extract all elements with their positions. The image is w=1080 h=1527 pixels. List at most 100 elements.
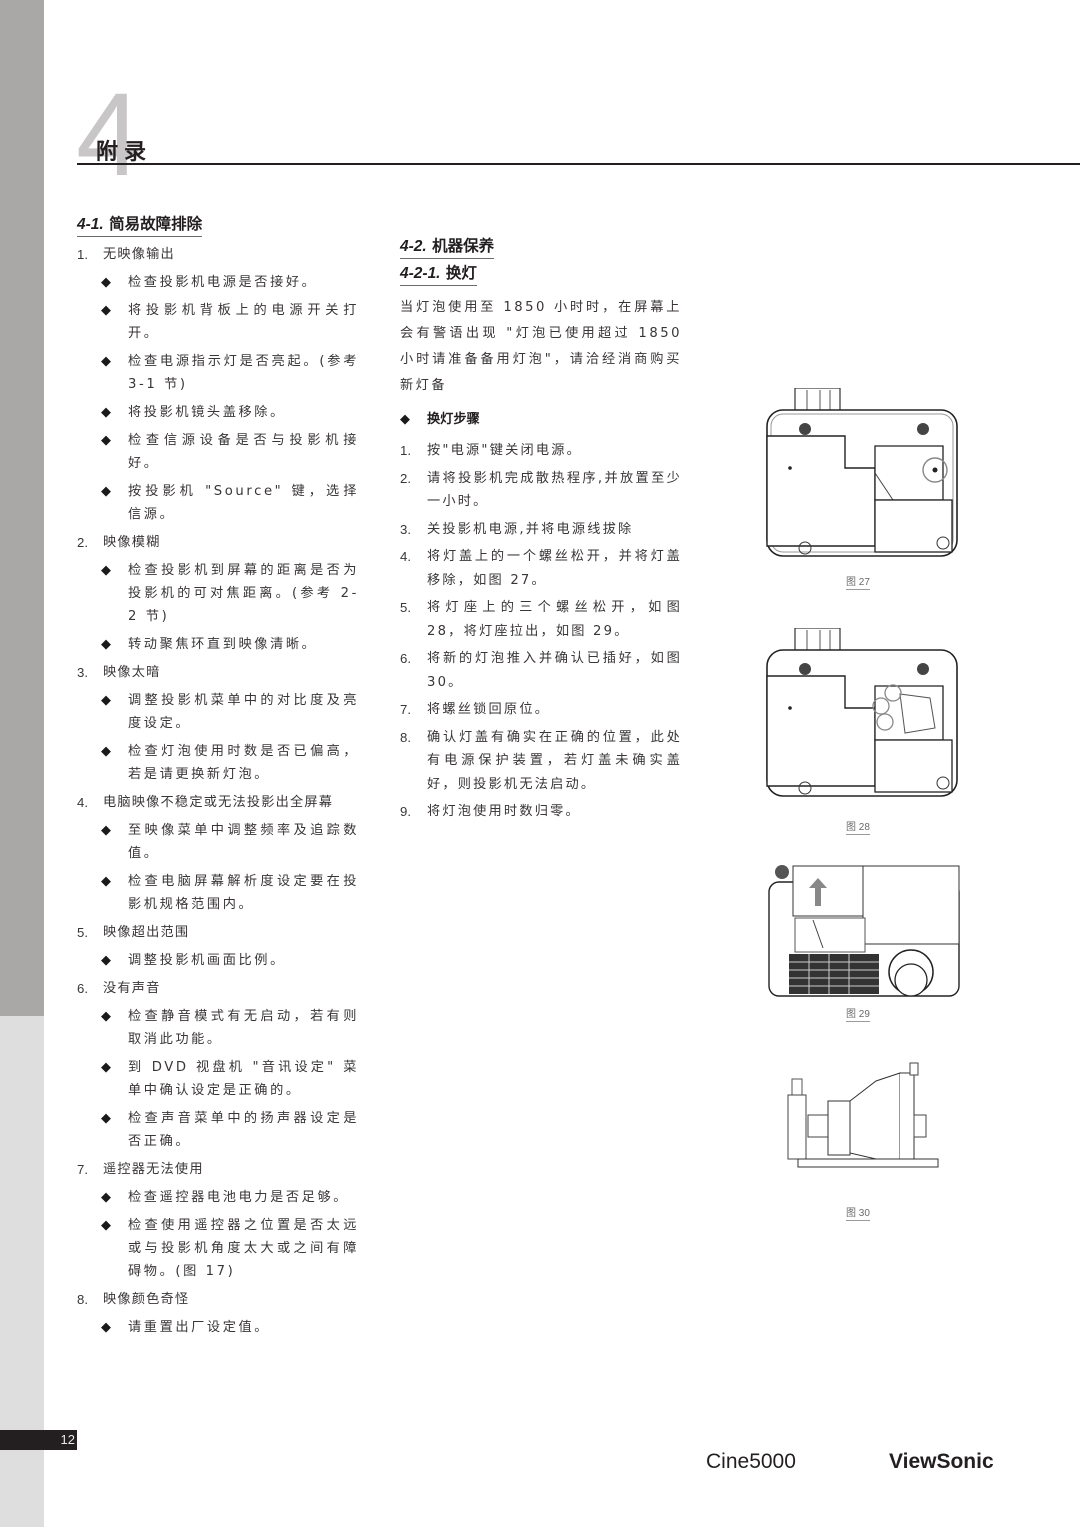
item-number: 3. [77,665,88,680]
lamp-module-illustration [787,1062,939,1168]
figure-28 [765,627,961,804]
item-number: 5. [77,925,88,940]
diamond-bullet-icon: ◆ [101,1060,111,1075]
step-number: 9. [400,804,411,819]
item-number: 7. [77,1162,88,1177]
bullet-text: 检查信源设备是否与投影机接好。 [128,433,359,471]
diamond-bullet-icon: ◆ [101,823,111,838]
troubleshoot-item-title-row: 4. 电脑映像不稳定或无法投影出全屏幕 [77,791,359,814]
figure-27 [765,387,961,564]
troubleshoot-bullet: ◆检查电源指示灯是否亮起。(参考 3-1 节) [77,350,359,396]
lamp-replacement-step: 4.将灯盖上的一个螺丝松开，并将灯盖移除，如图 27。 [400,545,682,592]
troubleshoot-bullet: ◆检查灯泡使用时数是否已偏高，若是请更换新灯泡。 [77,740,359,786]
figure-27-caption: 图 27 [846,577,870,590]
troubleshoot-bullet: ◆ 检查信源设备是否与投影机接好。 [77,429,359,475]
item-title: 遥控器无法使用 [103,1162,204,1177]
steps-list: 1.按"电源"键关闭电源。2.请将投影机完成散热程序,并放置至少一小时。3.关投… [400,439,682,824]
figure-28-caption: 图 28 [846,822,870,835]
chapter-title: 附录 [96,139,153,165]
item-title: 映像颜色奇怪 [103,1292,190,1307]
bullet-text: 检查声音菜单中的扬声器设定是否正确。 [128,1111,359,1149]
troubleshoot-item-title-row: 1.无映像输出 [77,243,359,266]
diamond-bullet-icon: ◆ [101,874,111,889]
item-number: 4. [77,795,88,810]
item-title: 映像超出范围 [103,925,190,940]
bullet-text: 检查电源指示灯是否亮起。(参考 3-1 节) [128,354,359,392]
troubleshooting-list: 1.无映像输出◆检查投影机电源是否接好。◆将投影机背板上的电源开关打开。◆检查电… [77,243,359,1344]
step-number: 7. [400,702,411,717]
lamp-replacement-step: 6. 将新的灯泡推入并确认已插好，如图 30。 [400,647,682,694]
step-text: 将灯座上的三个螺丝松开，如图 28，将灯座拉出，如图 29。 [427,600,682,639]
figure-29 [765,862,965,1004]
step-number: 6. [400,651,411,666]
troubleshoot-item-title-row: 3. 映像太暗 [77,661,359,684]
troubleshoot-bullet: ◆检查遥控器电池电力是否足够。 [77,1186,359,1209]
item-number: 8. [77,1292,88,1307]
troubleshoot-item-title-row: 6. 没有声音 [77,977,359,1000]
diamond-bullet-icon: ◆ [101,433,111,448]
diamond-bullet-icon: ◆ [101,303,111,318]
troubleshoot-bullet: ◆检查静音模式有无启动，若有则取消此功能。 [77,1005,359,1051]
item-number: 2. [77,535,88,550]
bullet-text: 请重置出厂设定值。 [128,1320,271,1335]
step-number: 2. [400,470,411,486]
troubleshoot-item-title-row: 8. 映像颜色奇怪 [77,1288,359,1311]
item-title: 映像模糊 [103,535,161,550]
diamond-bullet-icon: ◆ [101,953,111,968]
diamond-bullet-icon: ◆ [101,637,111,652]
troubleshoot-item: 7.遥控器无法使用◆检查遥控器电池电力是否足够。◆检查使用遥控器之位置是否太远或… [77,1158,359,1283]
step-text: 将灯盖上的一个螺丝松开，并将灯盖移除，如图 27。 [427,549,682,588]
bullet-text: 到 DVD 视盘机 "音讯设定" 菜单中确认设定是正确的。 [128,1060,359,1098]
bullet-text: 调整投影机画面比例。 [128,953,286,968]
subsection-number: 4-2-1. [400,265,441,282]
bullet-text: 检查电脑屏幕解析度设定要在投影机规格范围内。 [128,874,359,912]
troubleshoot-bullet: ◆ 转动聚焦环直到映像清晰。 [77,633,359,656]
troubleshoot-bullet: ◆ 检查投影机电源是否接好。 [77,271,359,294]
item-title: 没有声音 [103,981,161,996]
projector-lamp-screws-illustration [766,627,958,797]
footer-brand-logo: ViewSonic [889,1450,994,1473]
steps-heading-text: 换灯步骤 [427,412,480,427]
section-heading-maintenance: 4-2. 机器保养 [400,236,495,259]
figure-30 [786,1055,942,1177]
diamond-bullet-icon: ◆ [101,275,111,290]
step-number: 3. [400,521,411,537]
step-number: 5. [400,600,411,615]
step-text: 确认灯盖有确实在正确的位置，此处有电源保护装置，若灯盖未确实盖好，则投影机无法启… [427,729,682,792]
lamp-replacement-step: 2. 请将投影机完成散热程序,并放置至少一小时。 [400,467,682,514]
diamond-bullet-icon: ◆ [101,1218,111,1233]
diamond-bullet-icon: ◆ [101,405,111,420]
step-text: 将新的灯泡推入并确认已插好，如图 30。 [427,651,682,690]
section-heading-troubleshooting: 4-1. 简易故障排除 [77,214,203,237]
lamp-replacement-step: 3. 关投影机电源,并将电源线拔除 [400,518,682,542]
section-number: 4-1. [77,216,104,233]
bullet-text: 按投影机 "Source" 键，选择信源。 [128,484,359,522]
item-number: 6. [77,981,88,996]
item-title: 映像太暗 [103,665,161,680]
steps-heading: ◆ 换灯步骤 [400,407,682,433]
diamond-bullet-icon: ◆ [400,412,410,427]
troubleshoot-item: 3.映像太暗◆调整投影机菜单中的对比度及亮度设定。◆检查灯泡使用时数是否已偏高，… [77,661,359,786]
lamp-pull-out-illustration [768,865,960,997]
troubleshoot-item-title-row: 2. 映像模糊 [77,531,359,554]
item-title: 电脑映像不稳定或无法投影出全屏幕 [103,795,334,810]
troubleshoot-item-title-row: 5. 映像超出范围 [77,921,359,944]
troubleshoot-bullet: ◆按投影机 "Source" 键，选择信源。 [77,480,359,526]
lamp-replacement-step: 5. 将灯座上的三个螺丝松开，如图 28，将灯座拉出，如图 29。 [400,596,682,643]
subsection-heading-lamp-replacement: 4-2-1. 换灯 [400,263,477,286]
step-text: 按"电源"键关闭电源。 [427,443,583,458]
troubleshoot-item: 1.无映像输出◆检查投影机电源是否接好。◆将投影机背板上的电源开关打开。◆检查电… [77,243,359,526]
step-text: 请将投影机完成散热程序,并放置至少一小时。 [427,470,682,510]
bullet-text: 检查投影机电源是否接好。 [128,275,318,290]
troubleshoot-bullet: ◆ 检查声音菜单中的扬声器设定是否正确。 [77,1107,359,1153]
section-title: 简易故障排除 [109,214,203,233]
figure-29-caption: 图 29 [846,1009,870,1022]
section-title: 机器保养 [432,236,495,255]
footer-model-name: Cine5000 [706,1450,796,1473]
chapter-divider [77,163,1080,165]
diamond-bullet-icon: ◆ [101,1111,111,1126]
troubleshoot-bullet: ◆ 到 DVD 视盘机 "音讯设定" 菜单中确认设定是正确的。 [77,1056,359,1102]
bullet-text: 转动聚焦环直到映像清晰。 [128,637,318,652]
step-text: 关投影机电源,并将电源线拔除 [427,521,634,537]
lamp-intro-paragraph: 当灯泡使用至 1850 小时时，在屏幕上会有警语出现 "灯泡已使用超过 1850… [400,300,682,393]
